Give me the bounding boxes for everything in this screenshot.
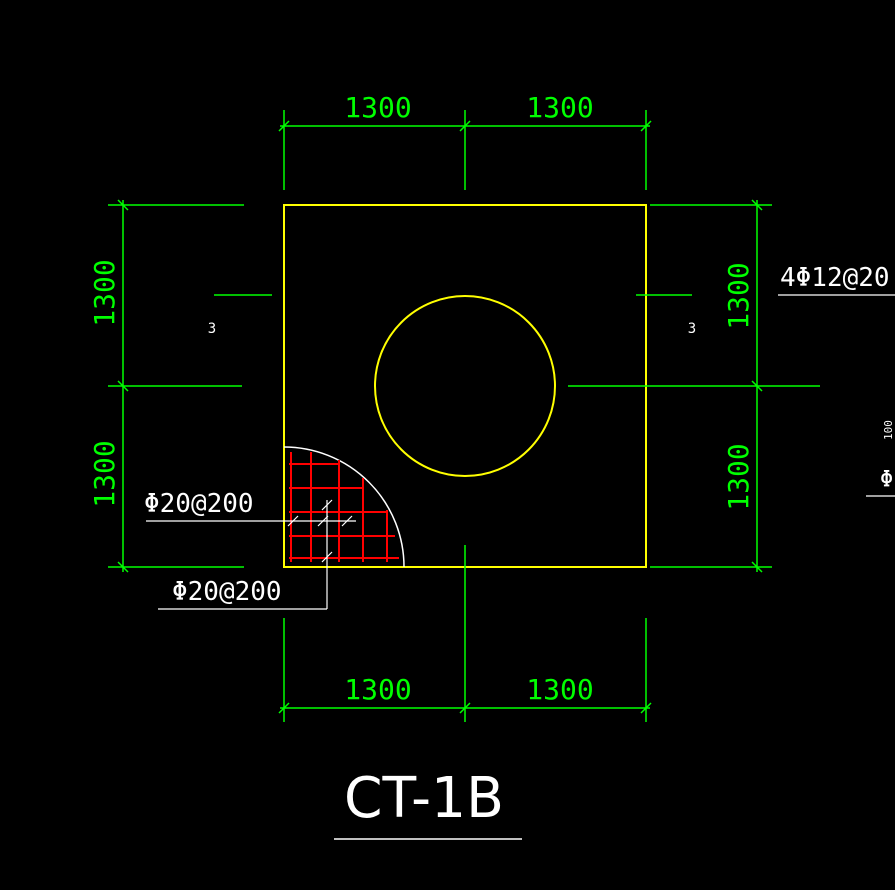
drawing-title: CT-1B bbox=[344, 766, 504, 831]
rebar-region-arc bbox=[283, 446, 405, 568]
dim-bottom-right: 1300 bbox=[526, 673, 593, 706]
dim-top-right: 1300 bbox=[526, 91, 593, 124]
rebar-grid bbox=[289, 452, 399, 562]
dim-left-upper: 1300 bbox=[88, 259, 121, 326]
section-mark-left: 3 bbox=[208, 321, 216, 337]
bottom-dimension bbox=[278, 545, 652, 722]
rebar-label-upper: Φ20@200 bbox=[144, 489, 254, 519]
right-dimension bbox=[568, 199, 820, 573]
rebar-label-right: 4Φ12@20 bbox=[780, 263, 890, 293]
dim-left-lower: 1300 bbox=[88, 440, 121, 507]
dim-bottom-left: 1300 bbox=[344, 673, 411, 706]
edge-fragment-lower: Φ bbox=[880, 467, 893, 492]
rebar-label-lower: Φ20@200 bbox=[172, 577, 282, 607]
pile-circle bbox=[374, 295, 556, 477]
section-mark-right: 3 bbox=[688, 321, 696, 337]
edge-fragment-upper: 100 bbox=[882, 420, 895, 440]
rebar-leaders bbox=[146, 499, 356, 610]
top-dimension bbox=[278, 110, 652, 190]
left-dimension bbox=[108, 199, 272, 573]
dim-top-left: 1300 bbox=[344, 91, 411, 124]
dim-right-lower: 1300 bbox=[722, 443, 755, 510]
dim-right-upper: 1300 bbox=[722, 262, 755, 329]
